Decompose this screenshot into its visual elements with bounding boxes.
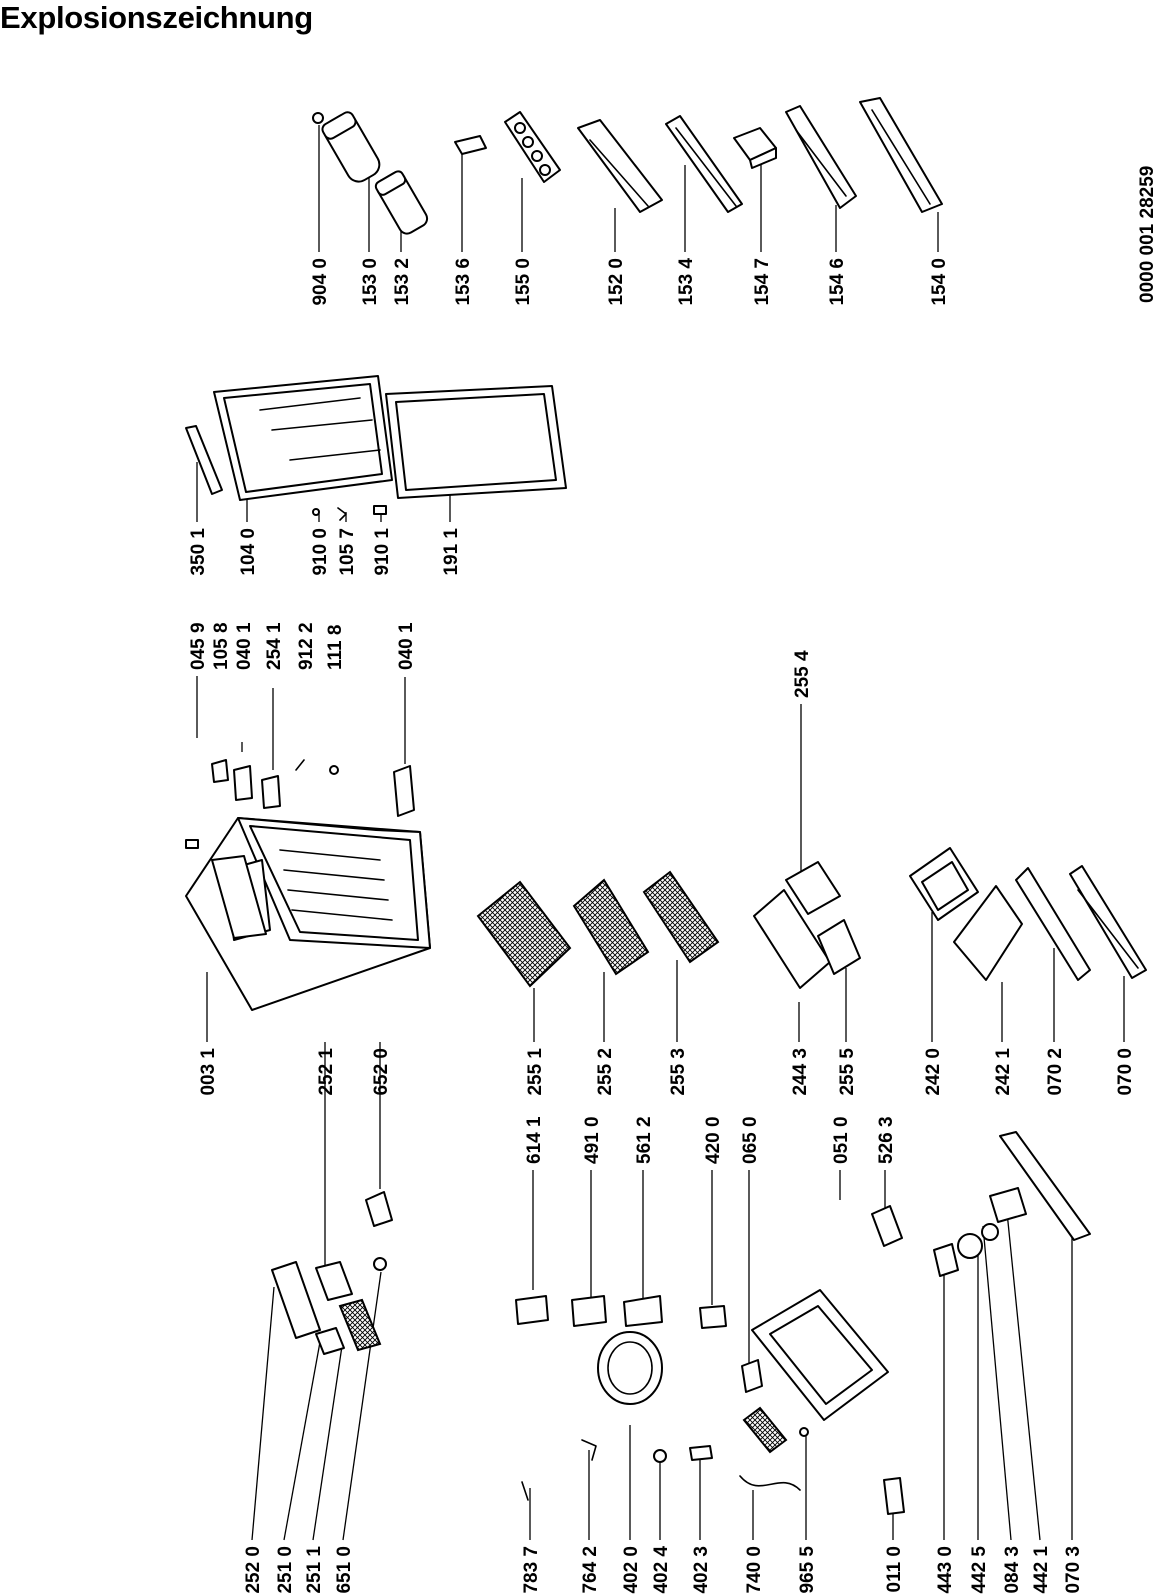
part-label: 561 2 xyxy=(634,1116,655,1164)
part-label: 254 1 xyxy=(264,622,285,670)
part-label: 153 2 xyxy=(392,258,413,306)
part-label: 255 3 xyxy=(668,1048,689,1096)
part-label: 402 0 xyxy=(621,1546,642,1594)
part-label: 420 0 xyxy=(703,1116,724,1164)
part-label: 402 4 xyxy=(651,1546,672,1594)
part-label: 255 5 xyxy=(837,1048,858,1096)
part-label: 255 1 xyxy=(525,1048,546,1096)
part-label: 910 1 xyxy=(372,528,393,576)
part-label: 111 8 xyxy=(325,625,346,670)
part-label: 252 0 xyxy=(243,1546,264,1594)
part-label: 153 4 xyxy=(676,258,697,306)
part-label: 912 2 xyxy=(296,622,317,670)
part-label: 191 1 xyxy=(441,528,462,576)
part-label: 442 5 xyxy=(969,1546,990,1594)
page-title: Explosionszeichnung xyxy=(0,0,313,35)
part-label: 154 7 xyxy=(752,258,773,306)
part-label: 040 1 xyxy=(396,622,417,670)
part-label: 155 0 xyxy=(513,258,534,306)
part-label: 251 1 xyxy=(304,1546,325,1594)
part-label: 003 1 xyxy=(198,1048,219,1096)
part-label: 614 1 xyxy=(524,1116,545,1164)
part-label: 051 0 xyxy=(831,1116,852,1164)
part-label: 242 1 xyxy=(993,1048,1014,1096)
lamp-and-cover xyxy=(933,1131,1091,1277)
part-label: 965 5 xyxy=(797,1546,818,1594)
part-label: 242 0 xyxy=(923,1048,944,1096)
part-label: 105 7 xyxy=(337,528,358,576)
door-accessories xyxy=(312,97,943,235)
part-label: 904 0 xyxy=(310,258,331,306)
glass-shelves xyxy=(476,861,861,989)
part-label: 070 3 xyxy=(1063,1546,1084,1594)
part-label: 011 0 xyxy=(884,1546,905,1593)
part-label: 526 3 xyxy=(876,1116,897,1164)
part-label: 070 0 xyxy=(1115,1048,1136,1096)
part-label: 045 9 xyxy=(188,622,209,670)
part-label: 084 3 xyxy=(1002,1546,1023,1594)
part-label: 255 4 xyxy=(792,650,813,698)
freezer-door xyxy=(185,375,567,521)
part-label: 783 7 xyxy=(521,1546,542,1594)
drawing-number: 0000 001 28259 xyxy=(1137,166,1158,303)
part-label: 252 1 xyxy=(316,1048,337,1096)
leader-lines xyxy=(196,125,1125,1541)
part-label: 764 2 xyxy=(580,1546,601,1594)
part-label: 105 8 xyxy=(211,622,232,670)
part-label: 402 3 xyxy=(691,1546,712,1594)
part-label: 652 0 xyxy=(371,1048,392,1096)
part-label: 740 0 xyxy=(744,1546,765,1594)
part-label: 651 0 xyxy=(334,1546,355,1594)
part-label: 251 0 xyxy=(275,1546,296,1594)
part-label: 153 6 xyxy=(453,258,474,306)
crisper-drawers xyxy=(909,847,1147,981)
part-label: 154 6 xyxy=(827,258,848,306)
part-label: 442 1 xyxy=(1031,1546,1052,1594)
part-label: 070 2 xyxy=(1045,1048,1066,1096)
part-label: 154 0 xyxy=(929,258,950,306)
part-label: 104 0 xyxy=(238,528,259,576)
part-label: 443 0 xyxy=(935,1546,956,1594)
part-label: 255 2 xyxy=(595,1048,616,1096)
refrigerator-cabinet xyxy=(185,759,431,1011)
thermostat-parts xyxy=(271,1191,393,1355)
part-label: 040 1 xyxy=(234,622,255,670)
part-label: 350 1 xyxy=(188,528,209,576)
part-label: 244 3 xyxy=(790,1048,811,1096)
part-label: 491 0 xyxy=(582,1116,603,1164)
part-label: 910 0 xyxy=(310,528,331,576)
part-label: 065 0 xyxy=(740,1116,761,1164)
part-number-labels: 904 0 153 0 153 2 153 6 155 0 152 0 153 … xyxy=(188,258,1136,1594)
compressor-assembly xyxy=(515,1205,905,1515)
part-label: 152 0 xyxy=(606,258,627,306)
part-label: 153 0 xyxy=(360,258,381,306)
